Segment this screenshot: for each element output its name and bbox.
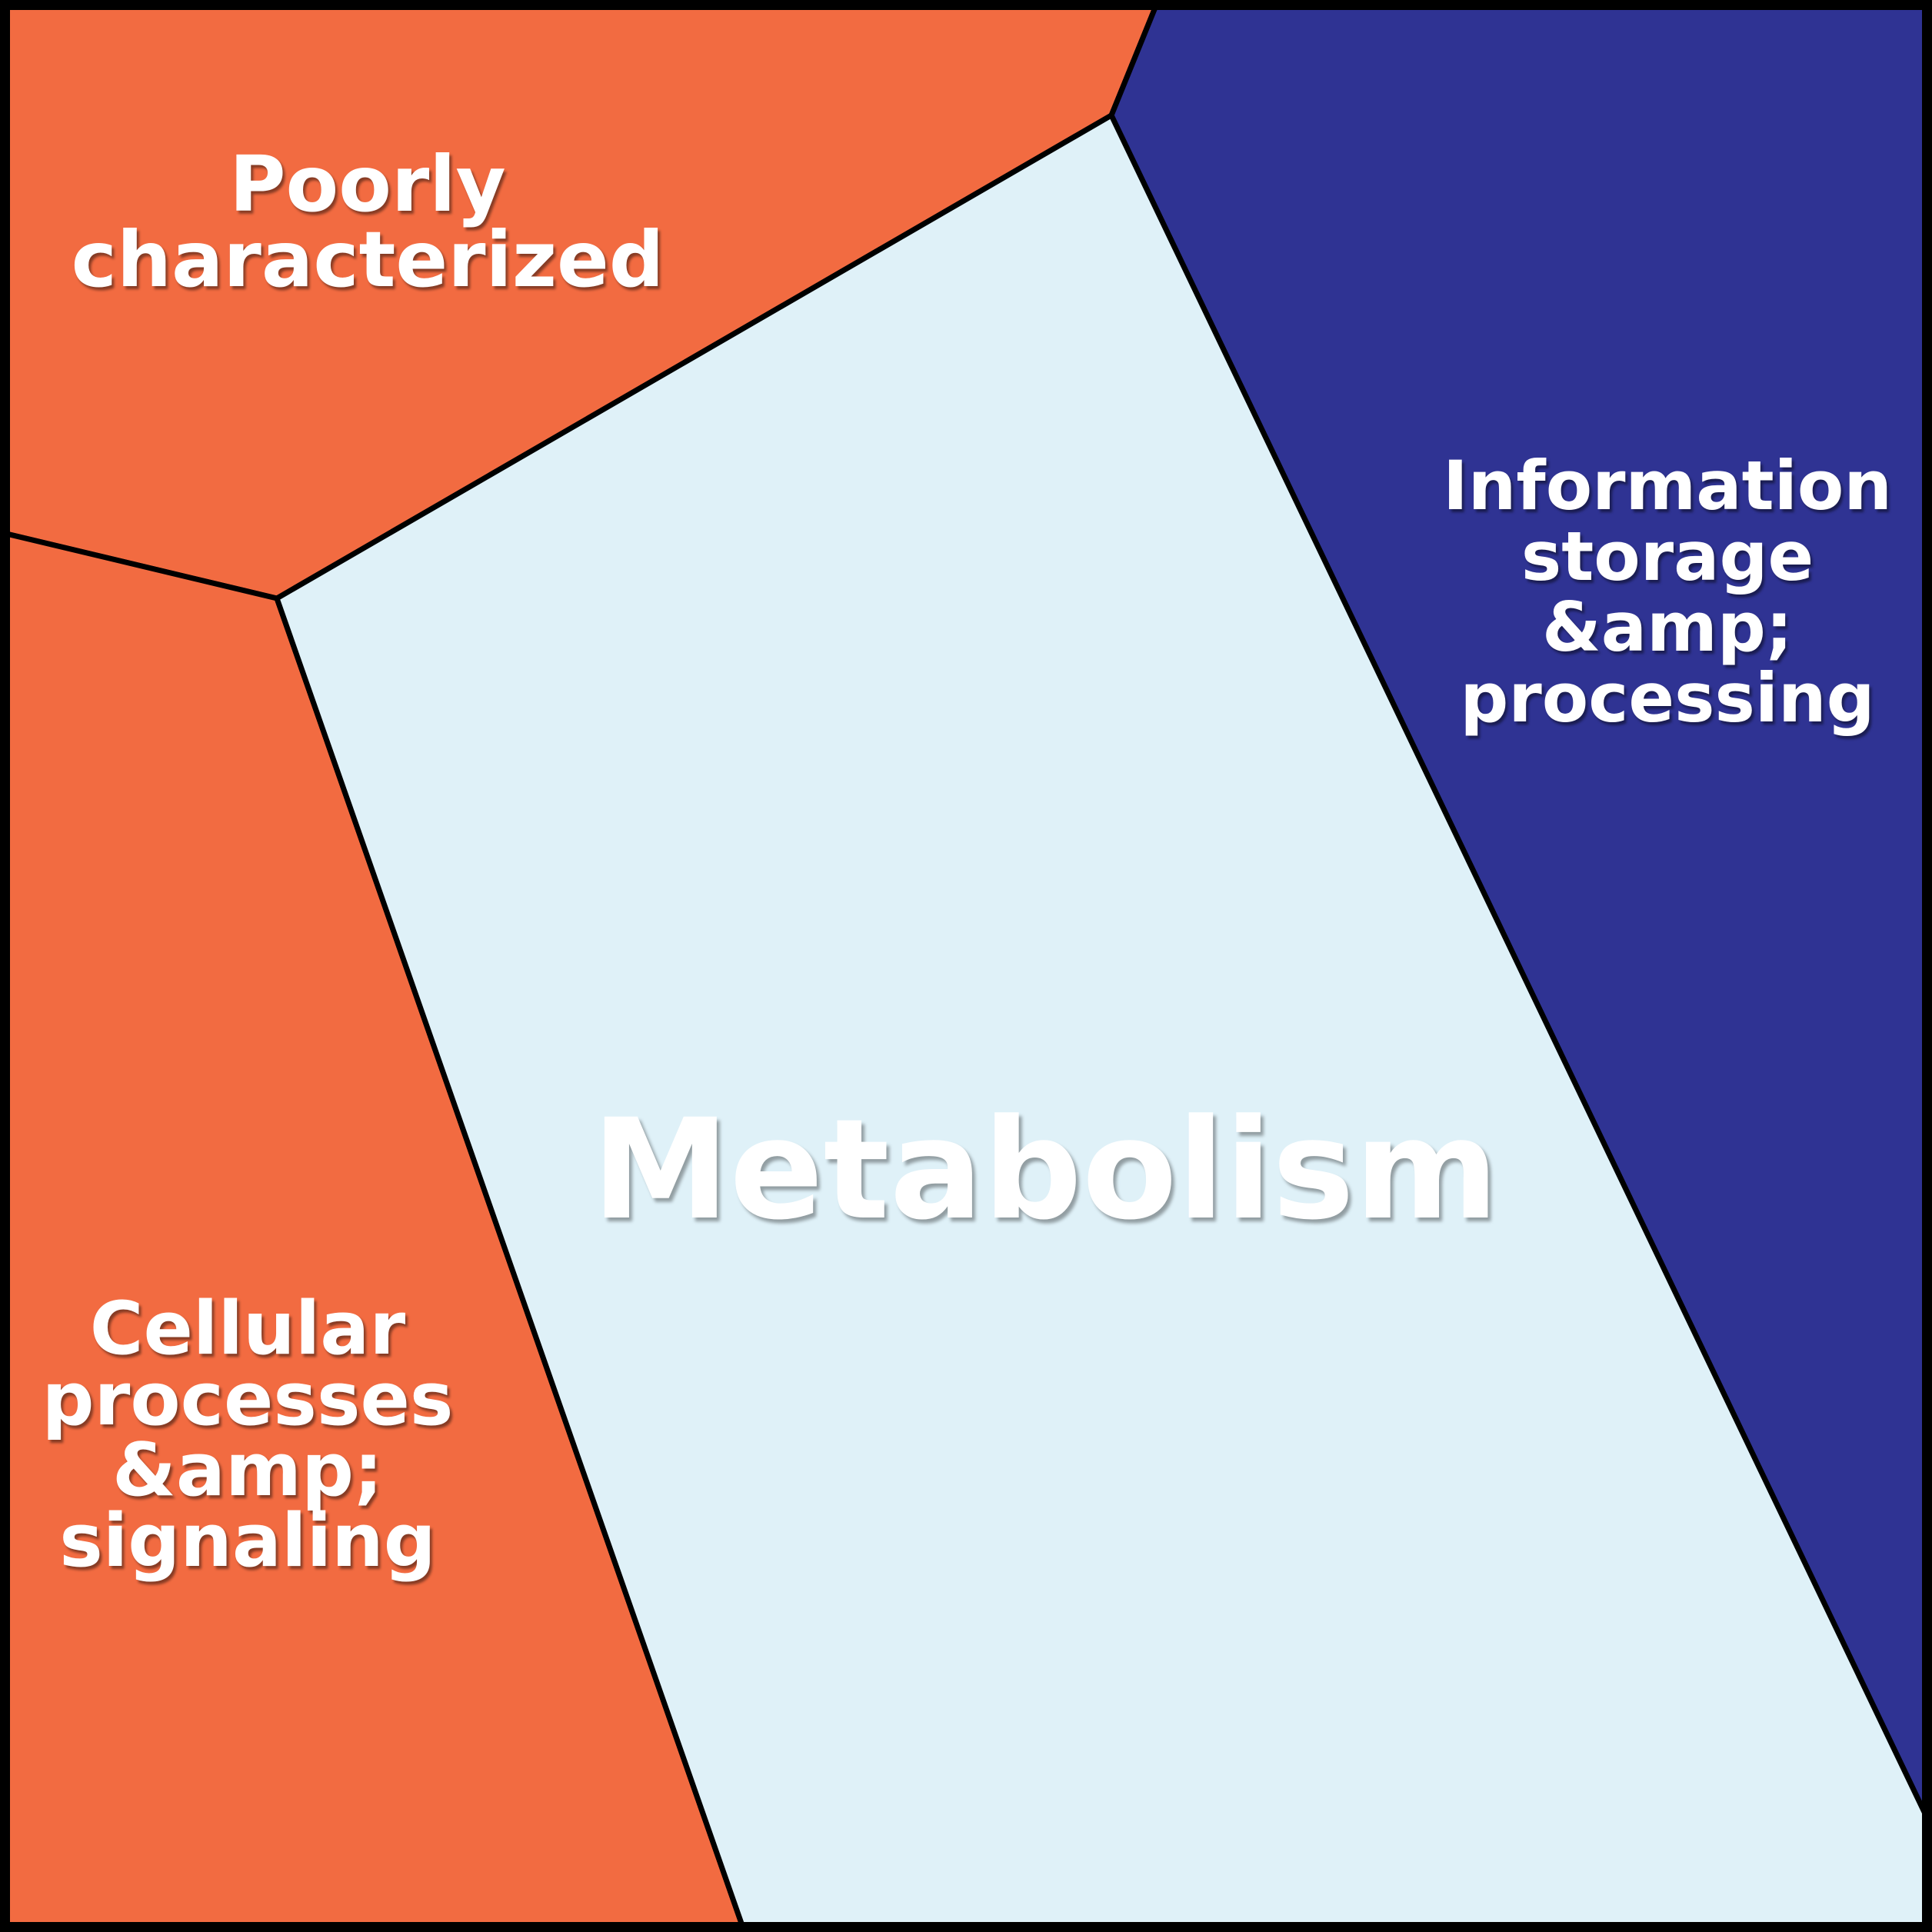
region-cellular-processes-signaling[interactable] [0, 529, 748, 1932]
label-line: Poorly [229, 139, 506, 229]
label-line: storage [1521, 517, 1814, 596]
label-line: Information [1443, 446, 1892, 525]
label-information-storage-processing: Information storage &amp; processing [1443, 451, 1892, 734]
label-cellular-processes-signaling: Cellular processes &amp; signaling [42, 1287, 454, 1584]
label-line: characterized [71, 215, 665, 305]
label-poorly-characterized: Poorly characterized [71, 139, 665, 305]
label-line: Cellular [89, 1287, 406, 1371]
label-line: &amp; [112, 1428, 383, 1513]
label-line: &amp; [1541, 588, 1794, 667]
region-metabolism[interactable] [274, 112, 1932, 1932]
label-line: processing [1460, 658, 1875, 738]
label-line: Metabolism [591, 1090, 1499, 1251]
label-line: signaling [59, 1499, 436, 1584]
label-line: processes [42, 1357, 454, 1442]
label-metabolism: Metabolism [591, 1101, 1498, 1240]
region-information-storage-processing[interactable] [1108, 0, 1932, 1831]
